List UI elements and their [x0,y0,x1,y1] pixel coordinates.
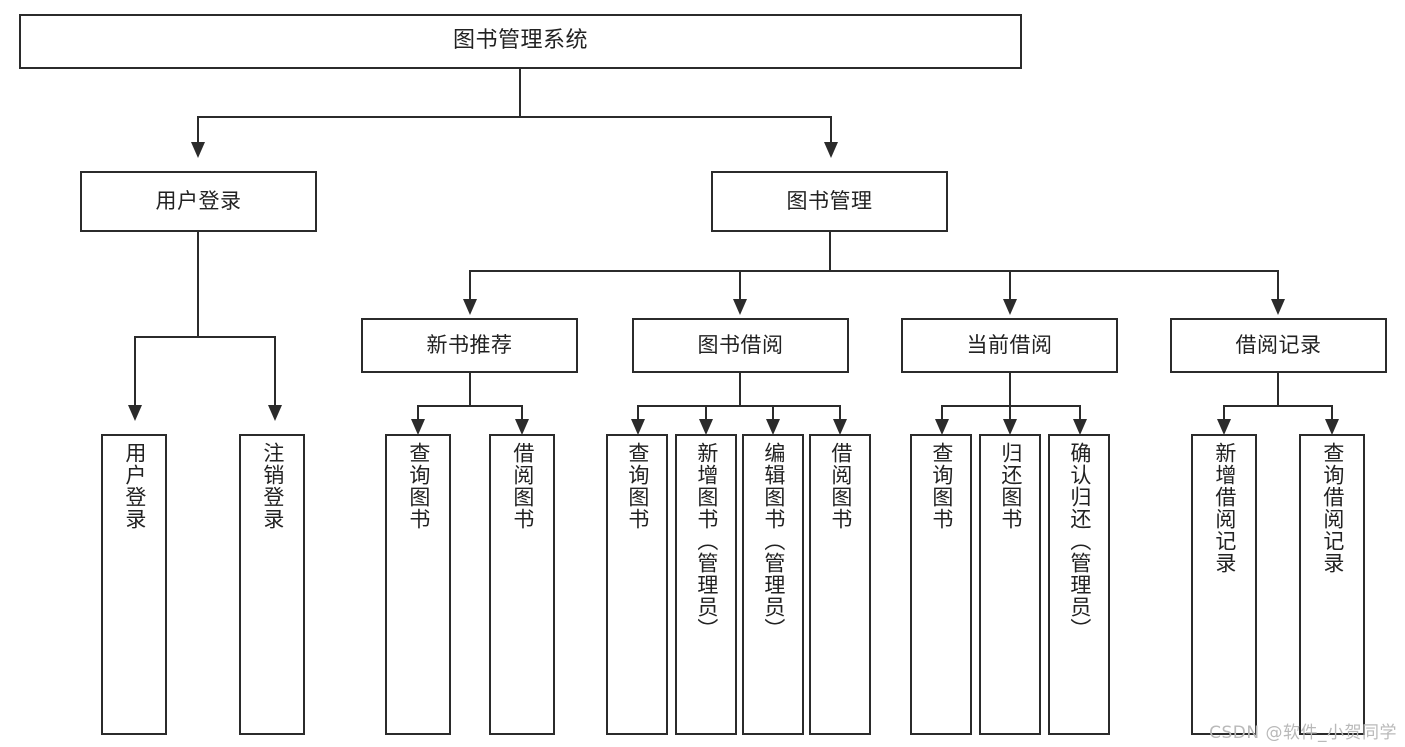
node-root-label: 图书管理系统 [452,28,588,54]
leaf-return-book-label: 归还图书 [998,442,1023,530]
connector-book-mgmt-to-new-book-rec [469,270,471,301]
connector-book-borrow-bus [637,405,841,407]
connector-new-book-rec-stem [469,373,471,405]
connector-book-mgmt-bus [469,270,1279,272]
arrowhead-book-mgmt-to-new-book-rec [463,299,477,315]
arrowhead-new-book-rec-to-leaf-1 [411,419,425,435]
connector-user-login-stem [197,232,199,336]
leaf-edit-book[interactable]: 编辑图书（管理员） [742,434,804,735]
leaf-add-borrow-record-label: 新增借阅记录 [1212,442,1237,574]
node-book-management-label: 图书管理 [786,188,873,213]
connector-user-login-to-leaf-1 [134,336,136,407]
leaf-logout-label: 注销登录 [260,442,285,530]
leaf-borrow-book-2[interactable]: 借阅图书 [809,434,871,735]
arrowhead-borrow-record-to-leaf-2 [1325,419,1339,435]
node-new-book-recommend-label: 新书推荐 [426,332,513,357]
leaf-return-book[interactable]: 归还图书 [979,434,1041,735]
arrowhead-book-borrow-to-leaf-2 [699,419,713,435]
arrowhead-current-borrow-to-leaf-2 [1003,419,1017,435]
node-root[interactable]: 图书管理系统 [19,14,1022,69]
connector-new-book-rec-to-leaf-1 [417,405,419,421]
connector-book-mgmt-to-current-borrow [1009,270,1011,301]
connector-root-to-book-mgmt [830,116,832,144]
node-user-login-label: 用户登录 [155,188,242,213]
connector-book-borrow-to-leaf-2 [705,405,707,421]
leaf-confirm-return[interactable]: 确认归还（管理员） [1048,434,1110,735]
leaf-query-book-1[interactable]: 查询图书 [385,434,451,735]
connector-user-login-bus [134,336,276,338]
connector-current-borrow-bus [941,405,1081,407]
node-book-borrow-label: 图书借阅 [697,332,784,357]
arrowhead-current-borrow-to-leaf-3 [1073,419,1087,435]
connector-book-mgmt-to-borrow-record [1277,270,1279,301]
node-borrow-record[interactable]: 借阅记录 [1170,318,1387,373]
connector-borrow-record-to-leaf-2 [1331,405,1333,421]
leaf-user-login[interactable]: 用户登录 [101,434,167,735]
leaf-logout[interactable]: 注销登录 [239,434,305,735]
node-borrow-record-label: 借阅记录 [1235,332,1322,357]
connector-borrow-record-to-leaf-1 [1223,405,1225,421]
leaf-query-borrow-record[interactable]: 查询借阅记录 [1299,434,1365,735]
node-book-borrow[interactable]: 图书借阅 [632,318,849,373]
leaf-add-borrow-record[interactable]: 新增借阅记录 [1191,434,1257,735]
connector-new-book-rec-bus [417,405,523,407]
leaf-borrow-book-2-label: 借阅图书 [828,442,853,530]
arrowhead-root-to-book-mgmt [824,142,838,158]
leaf-query-book-2[interactable]: 查询图书 [606,434,668,735]
node-current-borrow-label: 当前借阅 [966,332,1053,357]
leaf-borrow-book-1-label: 借阅图书 [510,442,535,530]
connector-new-book-rec-to-leaf-2 [521,405,523,421]
connector-current-borrow-to-leaf-1 [941,405,943,421]
leaf-query-book-2-label: 查询图书 [625,442,650,530]
connector-borrow-record-bus [1223,405,1333,407]
connector-book-borrow-to-leaf-4 [839,405,841,421]
leaf-query-borrow-record-label: 查询借阅记录 [1320,442,1345,574]
leaf-user-login-label: 用户登录 [122,442,147,530]
arrowhead-book-mgmt-to-current-borrow [1003,299,1017,315]
leaf-query-book-3-label: 查询图书 [929,442,954,530]
leaf-confirm-return-label: 确认归还（管理员） [1067,442,1092,640]
arrowhead-book-mgmt-to-borrow-record [1271,299,1285,315]
arrowhead-user-login-to-leaf-2 [268,405,282,421]
arrowhead-root-to-user-login [191,142,205,158]
node-current-borrow[interactable]: 当前借阅 [901,318,1118,373]
leaf-edit-book-label: 编辑图书（管理员） [761,442,786,640]
connector-user-login-to-leaf-2 [274,336,276,407]
arrowhead-borrow-record-to-leaf-1 [1217,419,1231,435]
arrowhead-book-mgmt-to-book-borrow [733,299,747,315]
connector-borrow-record-stem [1277,373,1279,405]
connector-book-mgmt-to-book-borrow [739,270,741,301]
leaf-add-book[interactable]: 新增图书（管理员） [675,434,737,735]
connector-root-to-user-login [197,116,199,144]
connector-book-borrow-to-leaf-1 [637,405,639,421]
node-user-login[interactable]: 用户登录 [80,171,317,232]
leaf-query-book-3[interactable]: 查询图书 [910,434,972,735]
connector-current-borrow-to-leaf-3 [1079,405,1081,421]
connector-current-borrow-stem [1009,373,1011,405]
arrowhead-book-borrow-to-leaf-3 [766,419,780,435]
connector-current-borrow-to-leaf-2 [1009,405,1011,421]
connector-root-stem [519,69,521,116]
arrowhead-book-borrow-to-leaf-4 [833,419,847,435]
connector-root-bus [197,116,832,118]
arrowhead-user-login-to-leaf-1 [128,405,142,421]
leaf-query-book-1-label: 查询图书 [406,442,431,530]
node-new-book-recommend[interactable]: 新书推荐 [361,318,578,373]
arrowhead-book-borrow-to-leaf-1 [631,419,645,435]
connector-book-borrow-to-leaf-3 [772,405,774,421]
node-book-management[interactable]: 图书管理 [711,171,948,232]
connector-book-mgmt-stem [829,232,831,270]
connector-book-borrow-stem [739,373,741,405]
arrowhead-current-borrow-to-leaf-1 [935,419,949,435]
leaf-add-book-label: 新增图书（管理员） [694,442,719,640]
arrowhead-new-book-rec-to-leaf-2 [515,419,529,435]
leaf-borrow-book-1[interactable]: 借阅图书 [489,434,555,735]
